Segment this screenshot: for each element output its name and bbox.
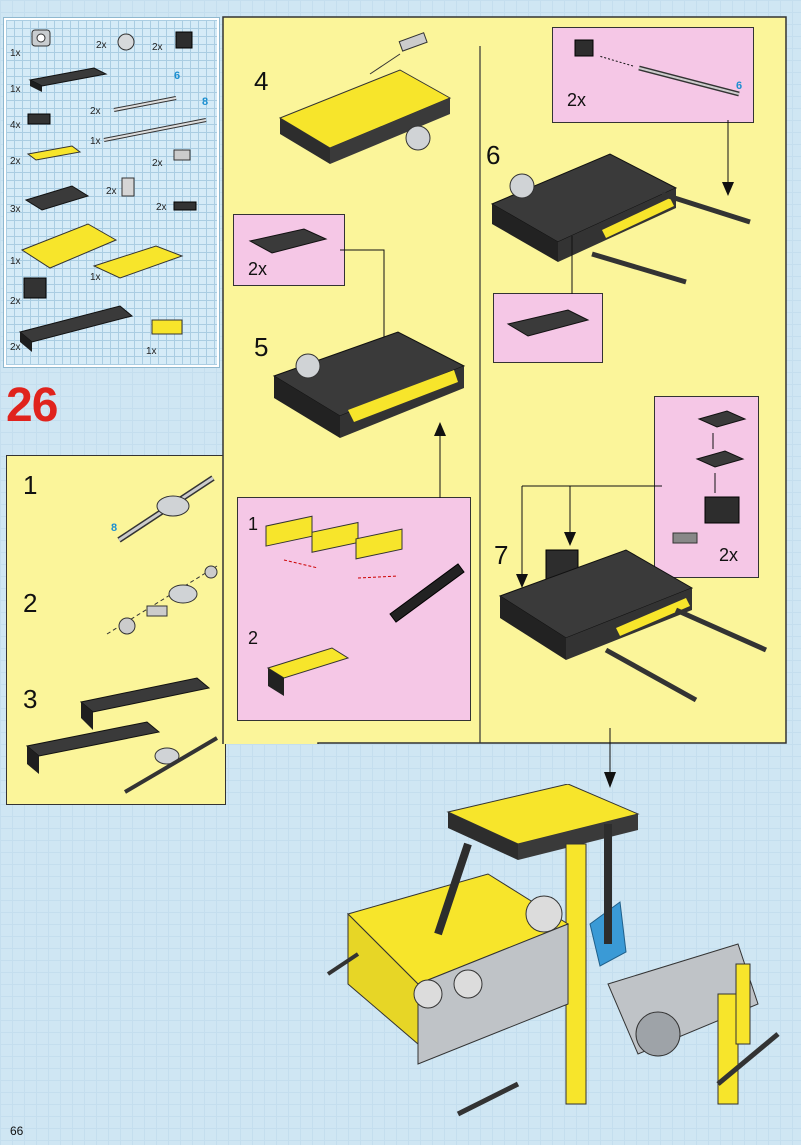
substeps-art xyxy=(25,475,219,794)
substep-number: 3 xyxy=(23,684,38,714)
substep-number: 2 xyxy=(23,588,38,618)
axle-art xyxy=(574,39,740,97)
axle-length-label: 6 xyxy=(174,70,181,82)
quantity-label: 2x xyxy=(719,545,739,565)
step-number-7: 7 xyxy=(494,540,509,570)
parts-inventory-box: 1x 2x 2x 1x 2x 4x 1x 2x 2x 2x 3x 2x 1x 1… xyxy=(4,18,219,367)
qty-label: 2x xyxy=(10,296,21,307)
qty-label: 2x xyxy=(106,186,117,197)
step-7-art xyxy=(498,485,768,703)
step-5-art xyxy=(272,331,466,438)
step-6-down-arrow xyxy=(722,120,734,196)
qty-label: 1x xyxy=(90,136,101,147)
step-6-plate-leader xyxy=(571,236,573,294)
step-4-art xyxy=(278,32,452,164)
qty-label: 2x xyxy=(96,40,107,51)
final-down-arrow xyxy=(604,728,616,788)
step-6-plate-callout xyxy=(493,293,603,363)
qty-label: 3x xyxy=(10,204,21,215)
substeps-panel: 1 2 3 8 xyxy=(6,455,226,805)
step-5-up-arrow xyxy=(434,422,446,498)
qty-label: 1x xyxy=(90,272,101,283)
stack-art xyxy=(672,410,747,544)
step-7-callout: 2x xyxy=(654,396,759,578)
subassembly-number: 2 xyxy=(248,628,259,648)
subassembly-art xyxy=(265,515,465,696)
step-number-5: 5 xyxy=(254,332,269,362)
qty-label: 1x xyxy=(10,48,21,59)
plate-art xyxy=(506,309,590,337)
qty-label: 1x xyxy=(10,84,21,95)
qty-label: 2x xyxy=(10,342,21,353)
step-set-number: 26 xyxy=(6,379,58,432)
subassembly-number: 1 xyxy=(248,514,259,534)
final-model-art xyxy=(326,784,780,1117)
step-5-callout: 2x xyxy=(233,214,345,286)
qty-label: 2x xyxy=(10,156,21,167)
axle-length-label: 8 xyxy=(111,522,118,534)
axle-length-label: 8 xyxy=(202,96,209,108)
inventory-parts-art xyxy=(18,29,207,352)
qty-label: 2x xyxy=(156,202,167,213)
step-6-art xyxy=(490,153,751,285)
plate-art xyxy=(248,228,328,254)
axle-length-label: 6 xyxy=(736,80,743,92)
step-number-6: 6 xyxy=(486,140,501,170)
step-number-4: 4 xyxy=(254,66,269,96)
page-number: 66 xyxy=(10,1124,24,1138)
substep-number: 1 xyxy=(23,470,38,500)
quantity-label: 2x xyxy=(567,90,587,110)
qty-label: 1x xyxy=(146,346,157,357)
qty-label: 2x xyxy=(90,106,101,117)
step-6-callout: 2x 6 xyxy=(552,27,754,123)
quantity-label: 2x xyxy=(248,259,268,279)
qty-label: 1x xyxy=(10,256,21,267)
step-5-subassembly-callout: 1 2 xyxy=(237,497,471,721)
qty-label: 2x xyxy=(152,158,163,169)
qty-label: 2x xyxy=(152,42,163,53)
qty-label: 4x xyxy=(10,120,21,131)
